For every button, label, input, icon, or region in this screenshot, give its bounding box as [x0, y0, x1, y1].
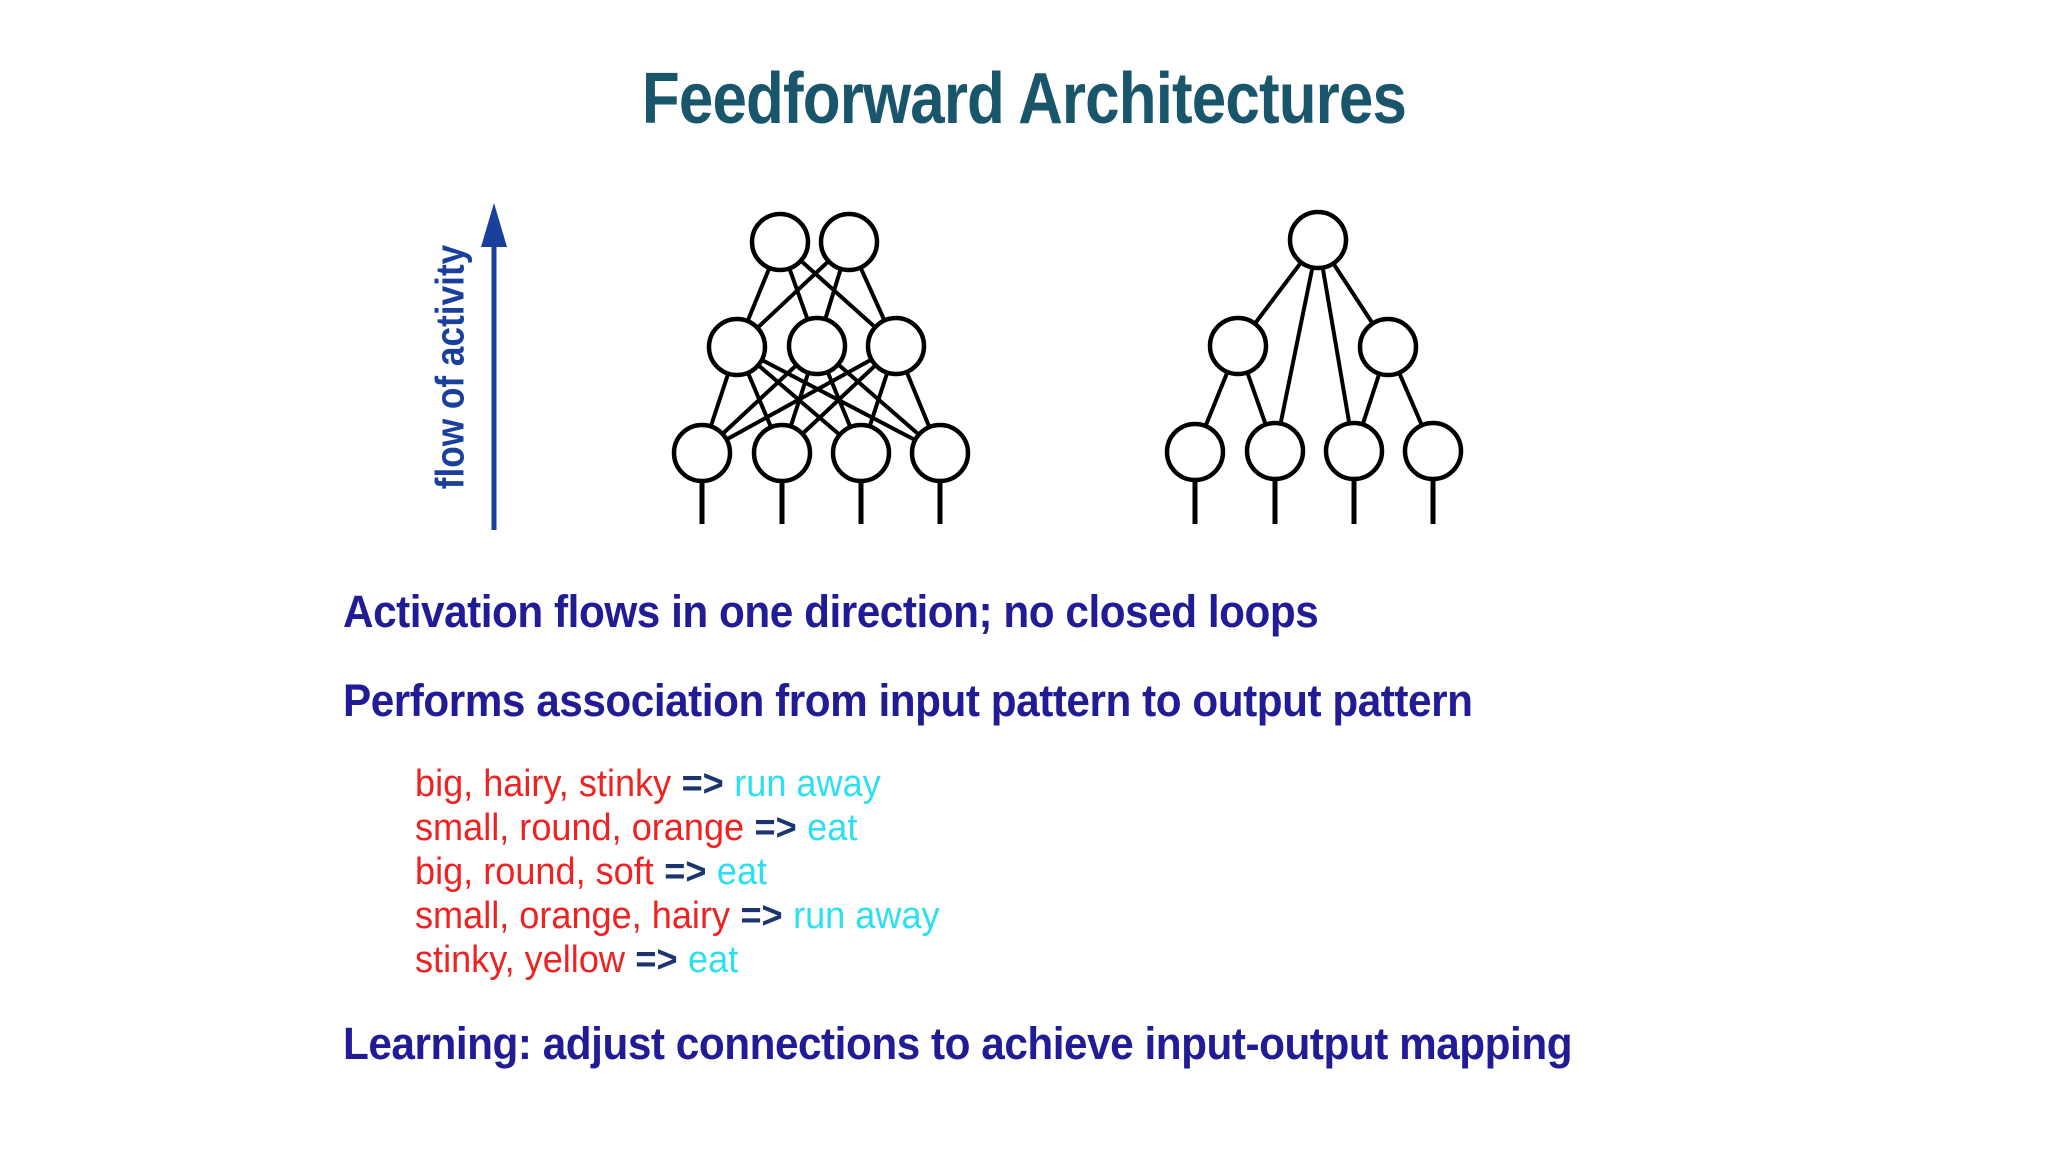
connection-edge: [1273, 239, 1320, 452]
example-line: small, round, orange=>eat: [415, 806, 940, 850]
neuron-node: [1323, 420, 1385, 482]
example-input: small, round, orange: [415, 807, 745, 849]
example-output: eat: [807, 807, 858, 849]
example-output: run away: [734, 763, 881, 805]
neuron-node: [749, 211, 811, 273]
bullet-activation-flows: Activation flows in one direction; no cl…: [343, 586, 1319, 637]
maps-to-arrow: =>: [681, 763, 724, 805]
example-output: eat: [716, 851, 768, 893]
example-input: small, orange, hairy: [415, 895, 731, 937]
bullet-learning-mapping: Learning: adjust connections to achieve …: [343, 1018, 1573, 1069]
neuron-node: [1287, 209, 1349, 271]
neuron-node: [671, 422, 733, 484]
neuron-node: [865, 315, 927, 377]
neuron-node: [786, 315, 848, 377]
example-line: big, hairy, stinky=>run away: [415, 762, 940, 806]
example-line: stinky, yellow=>eat: [415, 938, 940, 982]
neuron-node: [1207, 315, 1269, 377]
flow-arrow-head-icon: [481, 203, 507, 247]
maps-to-arrow: =>: [740, 895, 783, 937]
example-line: big, round, soft=>eat: [415, 850, 940, 894]
neuron-node: [909, 422, 971, 484]
neuron-node: [1402, 420, 1464, 482]
flow-of-activity-label: flow of activity: [428, 244, 473, 490]
example-input: stinky, yellow: [415, 939, 625, 981]
connection-edge: [1316, 239, 1356, 452]
maps-to-arrow: =>: [664, 851, 707, 893]
maps-to-arrow: =>: [635, 939, 678, 981]
slide-title: Feedforward Architectures: [641, 59, 1407, 139]
neuron-node: [751, 422, 813, 484]
neuron-node: [706, 316, 768, 378]
tree-structured-feedforward-network: [1164, 209, 1464, 524]
neuron-node: [1164, 421, 1226, 483]
neuron-node: [830, 422, 892, 484]
connection-edge: [701, 344, 897, 455]
example-output: eat: [688, 939, 739, 981]
neuron-node: [1244, 420, 1306, 482]
example-input: big, hairy, stinky: [415, 763, 672, 805]
example-mappings-list: big, hairy, stinky=>run away small, roun…: [415, 762, 940, 982]
neuron-node: [1357, 316, 1419, 378]
bullet-performs-association: Performs association from input pattern …: [343, 675, 1473, 726]
maps-to-arrow: =>: [754, 807, 797, 849]
example-input: big, round, soft: [415, 851, 654, 893]
example-line: small, orange, hairy=>run away: [415, 894, 940, 938]
neuron-node: [818, 211, 880, 273]
fully-connected-feedforward-network: [671, 211, 971, 524]
example-output: run away: [793, 895, 940, 937]
